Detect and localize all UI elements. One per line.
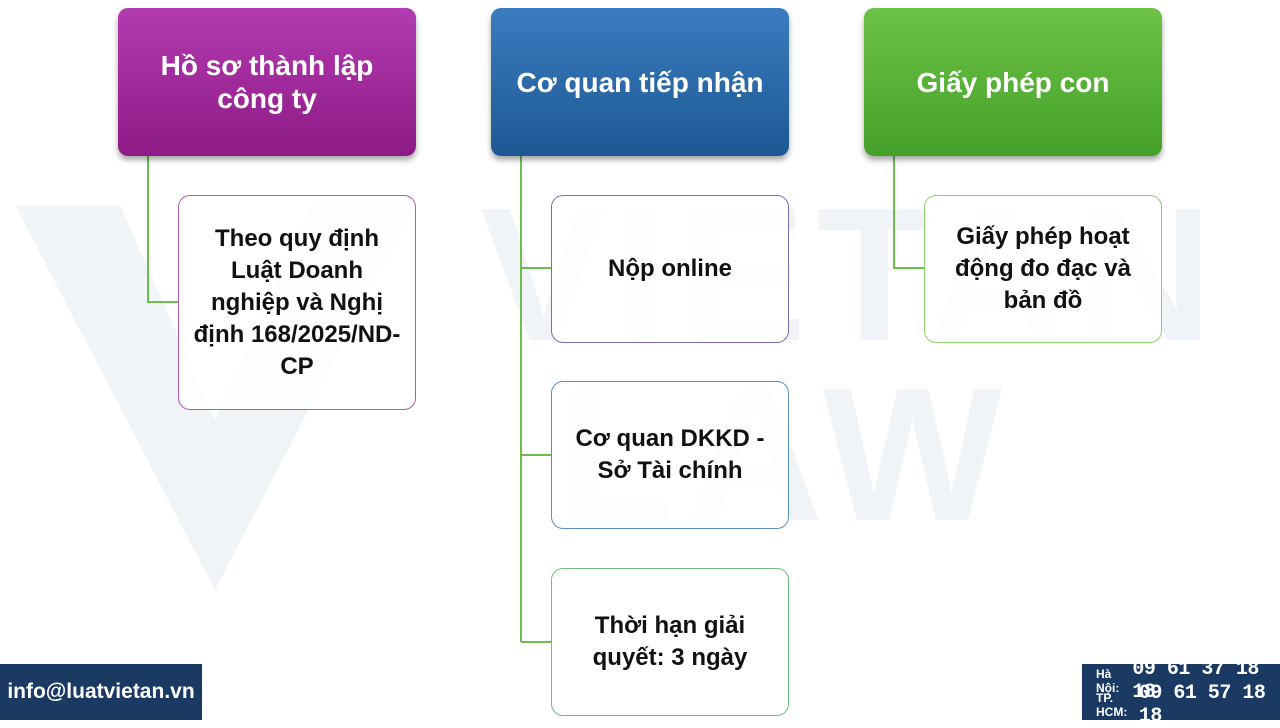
header-label: Giấy phép con xyxy=(916,66,1110,98)
node-label: Giấy phép hoạt động đo đạc và bản đồ xyxy=(954,223,1131,314)
node-giay-phep-hoat-dong: Giấy phép hoạt động đo đạc và bản đồ xyxy=(924,195,1162,343)
node-label: Cơ quan DKKD - Sở Tài chính xyxy=(575,425,765,484)
header-label: Cơ quan tiếp nhận xyxy=(516,66,764,98)
phone-number-hanoi[interactable]: 09 61 37 18 18 xyxy=(1132,658,1259,704)
footer-phone-box: Hà Nội: 09 61 37 18 18 TP. HCM: 09 61 57… xyxy=(1082,658,1280,728)
header-co-quan-tiep-nhan: Cơ quan tiếp nhận xyxy=(491,8,789,156)
phone-label-hanoi: Hà Nội: xyxy=(1096,667,1120,695)
node-label: Nộp online xyxy=(608,255,732,282)
node-thoi-han: Thời hạn giải quyết: 3 ngày xyxy=(551,568,789,716)
node-theo-quy-dinh: Theo quy định Luật Doanh nghiệp và Nghị … xyxy=(178,195,416,410)
node-label: Thời hạn giải quyết: 3 ngày xyxy=(592,612,748,671)
phone-row-hcm: TP. HCM: 09 61 57 18 18 xyxy=(1096,682,1272,728)
header-ho-so-thanh-lap: Hồ sơ thành lập công ty xyxy=(118,8,416,156)
footer-email-bar: info@luatvietan.vn xyxy=(0,664,202,720)
node-co-quan-dkkd: Cơ quan DKKD - Sở Tài chính xyxy=(551,381,789,529)
phone-label-hcm: TP. HCM: xyxy=(1096,691,1128,719)
node-nop-online: Nộp online xyxy=(551,195,789,343)
node-label: Theo quy định Luật Doanh nghiệp và Nghị … xyxy=(193,224,401,380)
connector-col3 xyxy=(893,156,924,269)
phone-number-hcm[interactable]: 09 61 57 18 18 xyxy=(1138,682,1266,728)
header-giay-phep-con: Giấy phép con xyxy=(864,8,1162,156)
footer-email[interactable]: info@luatvietan.vn xyxy=(7,680,195,703)
connector-col1 xyxy=(147,156,178,303)
phone-row-hanoi: Hà Nội: 09 61 37 18 18 xyxy=(1096,658,1272,704)
header-label: Hồ sơ thành lập công ty xyxy=(160,50,374,114)
